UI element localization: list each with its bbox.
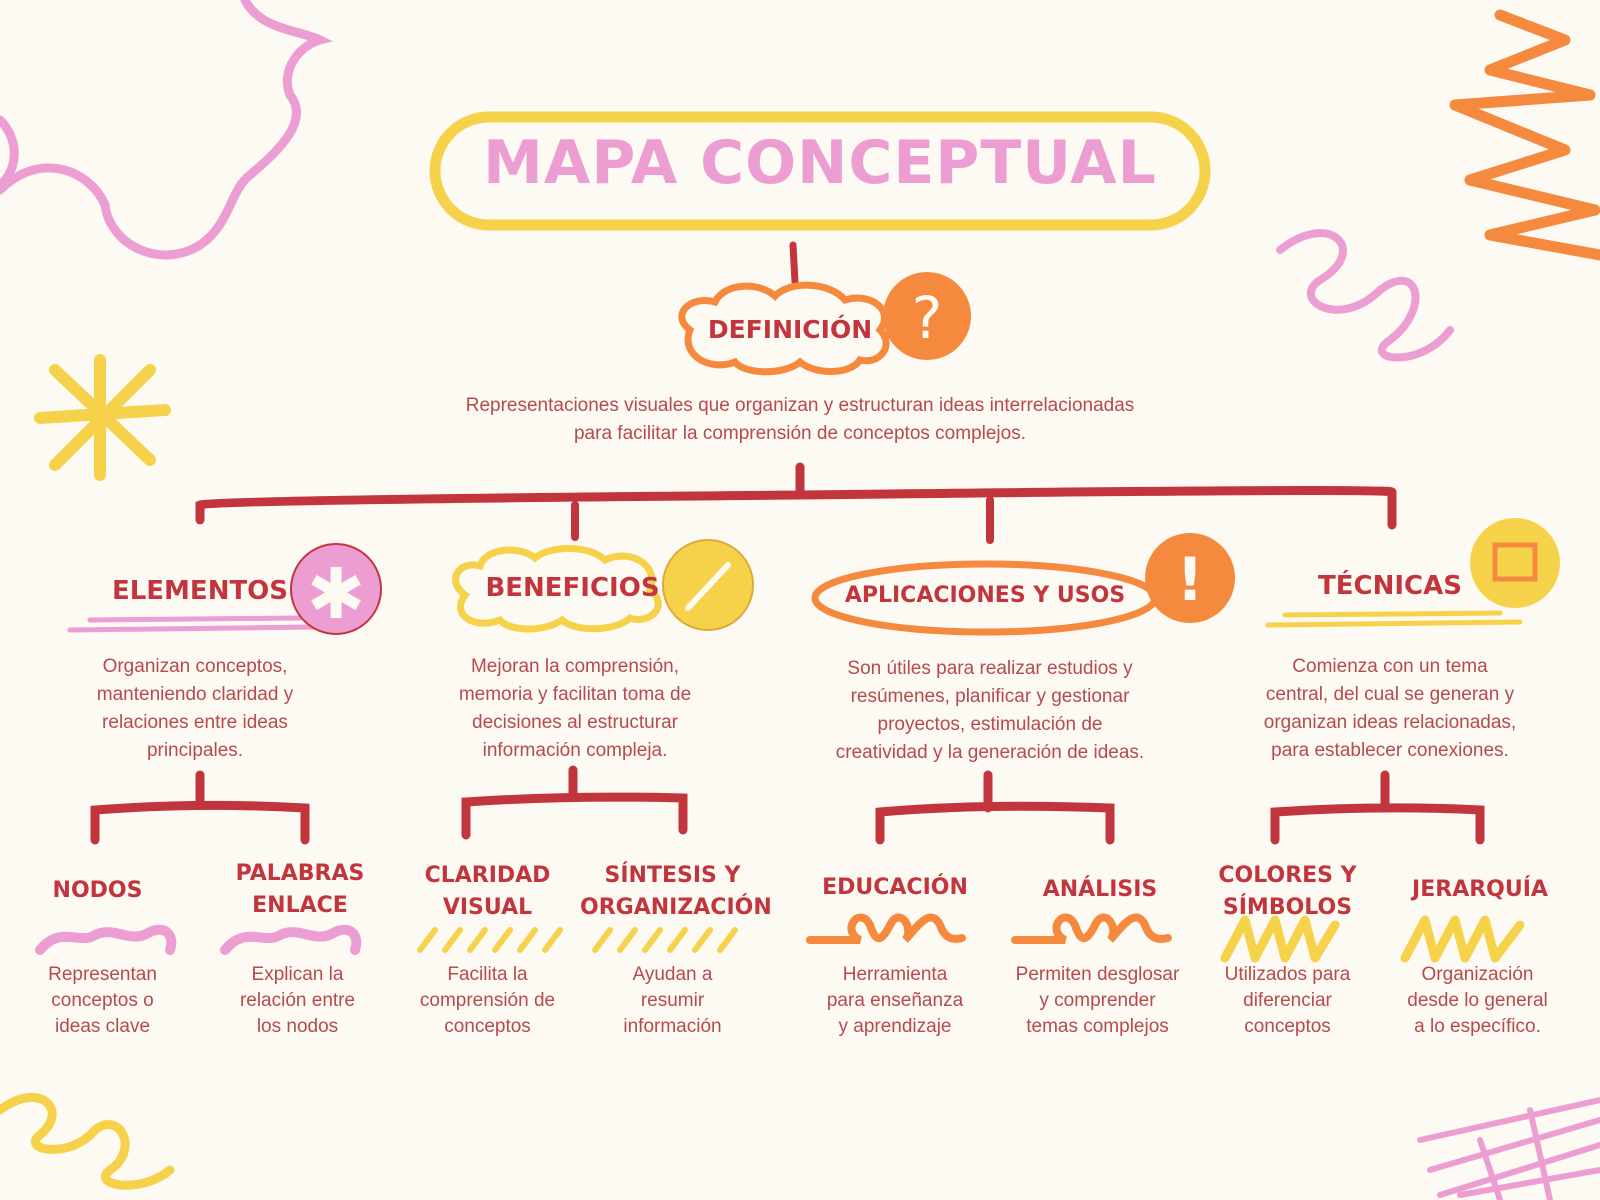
definition-cloud — [678, 281, 890, 376]
asterisk-icon: ✱ — [307, 553, 366, 635]
pink-loops-decoration — [1276, 229, 1454, 362]
subnode-label-analisis: ANÁLISIS — [1042, 877, 1158, 902]
subnode-label-jerarquia: JERARQUÍA — [1412, 877, 1548, 902]
exclamation-icon-circle — [1145, 533, 1235, 623]
definition-label: DEFINICIÓN — [707, 315, 873, 344]
branch-label-elementos: ELEMENTOS — [111, 576, 289, 606]
branch-label-beneficios: BENEFICIOS — [485, 573, 660, 603]
sub-connectors — [90, 765, 1485, 845]
check-icon — [685, 562, 731, 611]
question-icon: ? — [912, 284, 943, 352]
yellow-zigzag-decoration — [1220, 915, 1340, 963]
title-frame — [429, 111, 1211, 231]
question-icon-circle — [883, 272, 971, 360]
beneficios-cloud — [452, 545, 662, 633]
square-icon-circle — [1470, 518, 1560, 608]
subnode-label-educacion: EDUCACIÓN — [822, 875, 968, 900]
yellow-zigzag-decoration — [1400, 915, 1525, 963]
square-icon — [1492, 542, 1538, 582]
page-title: MAPA CONCEPTUAL — [483, 128, 1157, 198]
subnode-label-nodos: NODOS — [52, 878, 143, 903]
orange-zigzag-decoration — [1449, 9, 1600, 261]
yellow-dashes-decoration — [417, 927, 738, 953]
branch-desc-beneficios: Mejoran la comprensión,memoria y facilit… — [458, 656, 692, 761]
pink-scribble-decoration — [1417, 1097, 1600, 1200]
asterisk-icon-circle — [290, 543, 382, 635]
definition-text: Representaciones visuales que organizan … — [465, 395, 1135, 444]
orange-loops-decoration — [1011, 913, 1172, 944]
branch-label-tecnicas: TÉCNICAS — [1318, 571, 1462, 601]
main-connector — [195, 462, 1397, 530]
yellow-star-decoration — [34, 354, 171, 481]
branch-label-aplicaciones: APLICACIONES Y USOS — [844, 583, 1126, 608]
yellow-loops-decoration — [0, 1093, 175, 1190]
orange-loops-decoration — [806, 913, 966, 944]
pink-wave-decoration — [220, 924, 362, 955]
pink-wave-decoration — [35, 924, 177, 955]
exclamation-icon: ! — [1176, 545, 1203, 615]
branch-desc-elementos: Organizan conceptos,manteniendo claridad… — [96, 656, 294, 761]
pink-cloud-decoration — [0, 0, 333, 260]
